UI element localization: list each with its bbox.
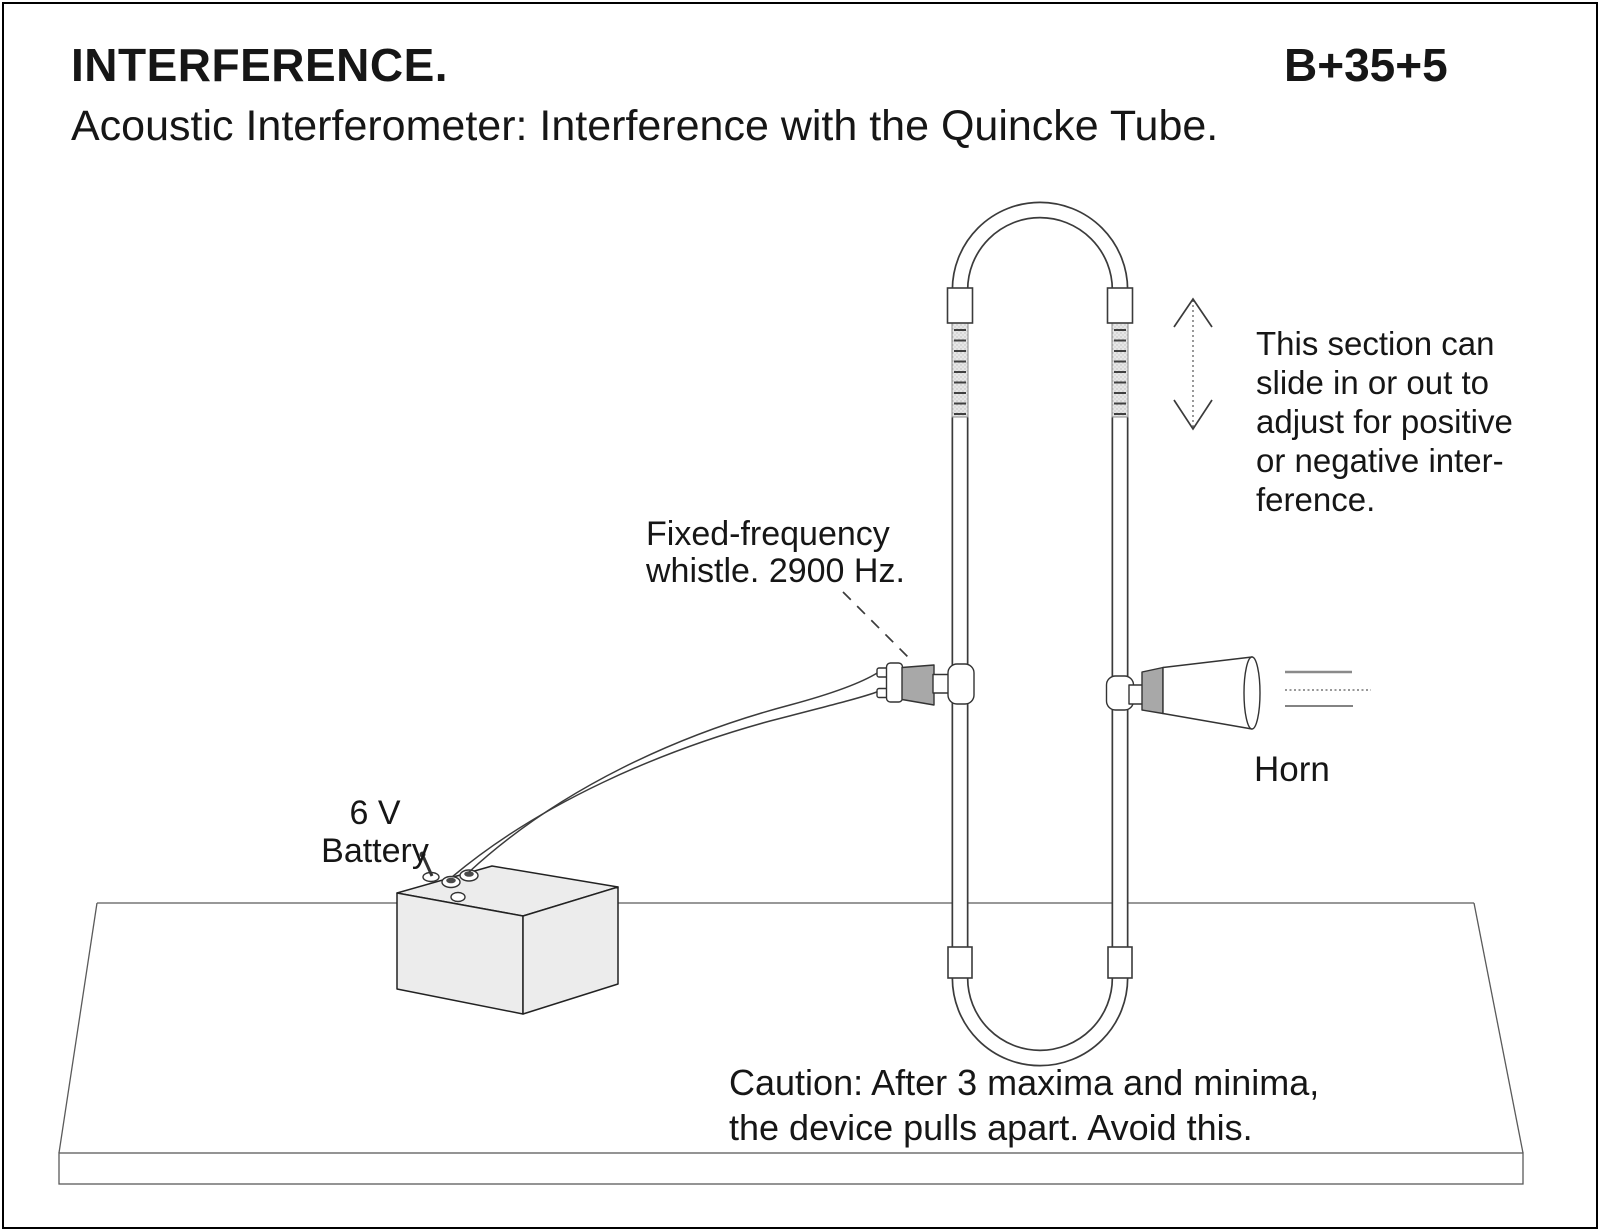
whistle-label: Fixed-frequency whistle. 2900 Hz. bbox=[646, 515, 905, 590]
battery-terminal-2 bbox=[459, 869, 479, 882]
slide-section-note: This section can slide in or out to adju… bbox=[1256, 325, 1513, 518]
battery-terminal-1 bbox=[441, 875, 461, 889]
battery-label: 6 V Battery bbox=[321, 794, 429, 870]
catalog-code: B+35+5 bbox=[1284, 39, 1448, 91]
collar-top-right bbox=[1106, 287, 1134, 324]
table-front-face bbox=[58, 1152, 1524, 1185]
table bbox=[58, 902, 1524, 1185]
table-left-edge bbox=[58, 902, 98, 1154]
table-right-edge bbox=[1473, 902, 1524, 1154]
page-title: INTERFERENCE. bbox=[71, 39, 449, 91]
whistle-leader-line bbox=[842, 591, 909, 658]
hose-lower-line bbox=[451, 690, 879, 878]
hose bbox=[451, 671, 879, 878]
horn-mouth bbox=[1243, 656, 1261, 730]
whistle-icon bbox=[901, 664, 935, 706]
horn-label: Horn bbox=[1254, 750, 1330, 789]
sound-waves-icon bbox=[1285, 670, 1371, 707]
collar-bottom-left bbox=[947, 946, 973, 979]
sliding-section-right[interactable] bbox=[1111, 322, 1129, 418]
collar-bottom-right bbox=[1107, 946, 1133, 979]
battery-side-face bbox=[522, 886, 619, 1015]
page-subtitle: Acoustic Interferometer: Interference wi… bbox=[71, 102, 1219, 150]
up-down-arrow-icon bbox=[1173, 297, 1213, 431]
battery bbox=[396, 851, 619, 1015]
toggle-switch-icon bbox=[419, 851, 440, 883]
collar-top-left bbox=[946, 287, 974, 324]
tee-fitting-left bbox=[947, 663, 975, 705]
caution-note: Caution: After 3 maxima and minima, the … bbox=[729, 1062, 1320, 1148]
horn-assembly bbox=[1105, 656, 1261, 730]
sliding-section-left[interactable] bbox=[951, 322, 969, 418]
battery-vent-cap bbox=[450, 891, 466, 903]
quincke-tube bbox=[946, 201, 1134, 1067]
whistle-assembly bbox=[876, 662, 975, 706]
